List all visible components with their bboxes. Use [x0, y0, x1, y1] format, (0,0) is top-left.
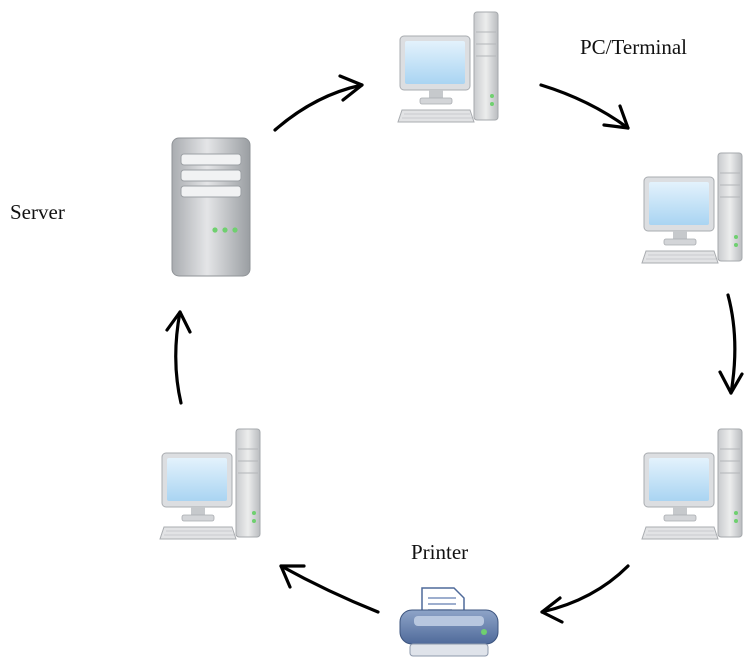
- printer-label: Printer: [411, 540, 469, 564]
- pc-right-lower-icon: [641, 428, 743, 540]
- pc-right-upper-icon: [641, 152, 743, 264]
- pc-terminal-label: PC/Terminal: [580, 35, 688, 59]
- server-icon: [171, 137, 251, 277]
- arrow-printer-to-pc-left-lower: [279, 564, 380, 614]
- arrow-pc-left-lower-to-server: [165, 310, 192, 405]
- server-label: Server: [10, 200, 65, 224]
- arrow-pc-right-upper-to-pc-right-lower: [718, 293, 744, 395]
- printer-icon: [399, 587, 499, 657]
- pc-left-lower-icon: [159, 428, 261, 540]
- arrow-server-to-pc-top: [273, 74, 364, 132]
- arrow-pc-right-lower-to-printer: [540, 564, 630, 624]
- arrow-pc-top-to-pc-right-upper: [539, 83, 630, 130]
- pc-top-icon: [397, 11, 499, 123]
